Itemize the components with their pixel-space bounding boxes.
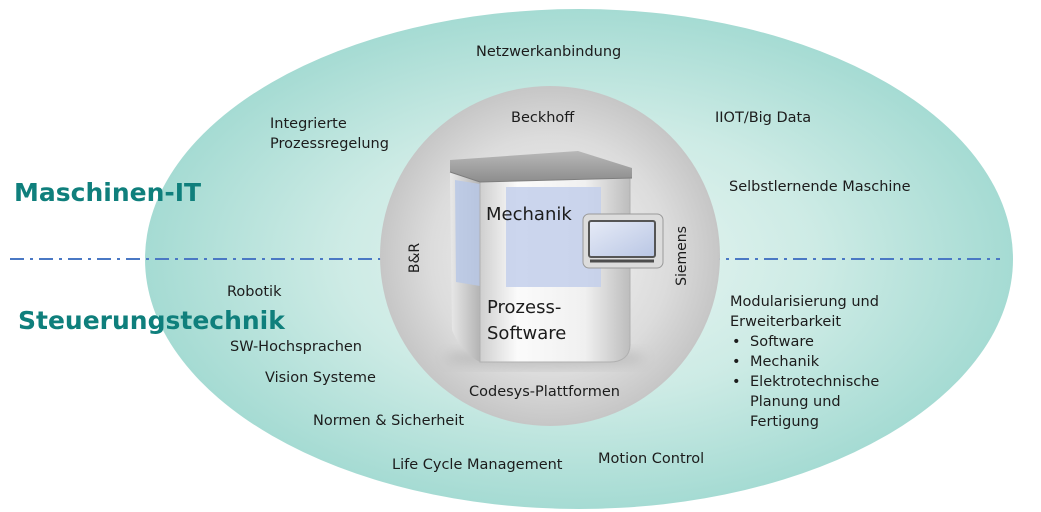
topic-life-cycle-management: Life Cycle Management	[392, 457, 563, 473]
topic-normen-sicherheit: Normen & Sicherheit	[313, 413, 465, 429]
topic-motion-control: Motion Control	[598, 451, 705, 467]
topic-integrierte-line1: Integrierte	[270, 116, 347, 132]
vendor-codesys-label: Codesys-Plattformen	[469, 384, 620, 400]
machine-illustration	[445, 151, 664, 368]
vendor-beckhoff-label: Beckhoff	[511, 110, 575, 126]
topic-vision-systeme: Vision Systeme	[265, 370, 376, 386]
topic-netzwerkanbindung: Netzwerkanbindung	[476, 44, 622, 60]
topic-selbstlernende-maschine: Selbstlernende Maschine	[729, 179, 911, 195]
section-label-steuerungstechnik: Steuerungstechnik	[18, 306, 285, 335]
modular-bullet-list: Software Mechanik Elektrotechnische	[730, 332, 879, 392]
bullet-elektrotechnische: Elektrotechnische	[730, 372, 879, 392]
vendor-br-label: B&R	[407, 243, 423, 274]
machine-label-software: Software	[487, 323, 567, 344]
machine-label-prozess: Prozess-	[487, 297, 562, 318]
section-label-maschinen-it: Maschinen-IT	[14, 178, 202, 207]
topic-integrierte-line2: Prozessregelung	[270, 136, 389, 152]
topic-sw-hochsprachen: SW-Hochsprachen	[230, 339, 363, 355]
topic-robotik: Robotik	[227, 284, 282, 300]
bullet-continuation-planung: Planung und	[750, 394, 841, 410]
vendor-siemens-label: Siemens	[674, 226, 690, 286]
topic-modularisierung-line1: Modularisierung und	[730, 294, 879, 310]
bullet-software: Software	[730, 332, 879, 352]
bullet-mechanik: Mechanik	[730, 352, 879, 372]
machine-label-mechanik: Mechanik	[486, 204, 572, 225]
topic-iiot-big-data: IIOT/Big Data	[715, 110, 812, 126]
bullet-continuation-fertigung: Fertigung	[750, 414, 819, 430]
topic-modularisierung-line2: Erweiterbarkeit	[730, 314, 842, 330]
